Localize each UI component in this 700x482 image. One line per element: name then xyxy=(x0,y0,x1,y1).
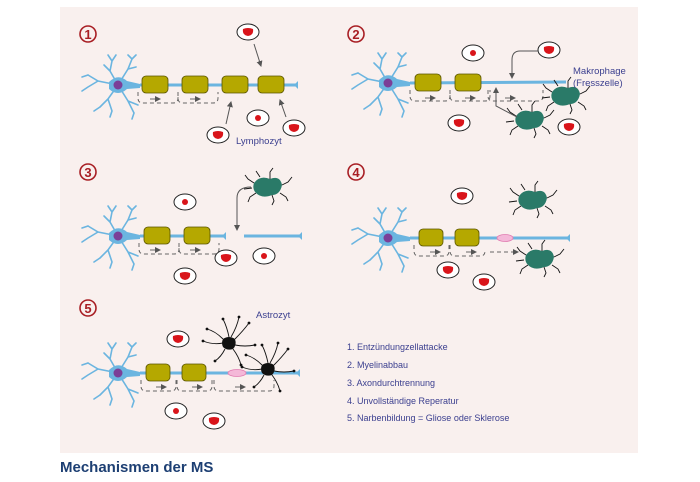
panel-number-5: 5 xyxy=(79,299,97,317)
lymphocyte-icon xyxy=(246,109,270,127)
lymphocyte-icon xyxy=(282,119,306,137)
lymphocyte-icon xyxy=(202,412,226,430)
legend: 1. Entzündungzellattacke 2. Myelinabbau … xyxy=(347,342,509,423)
legend-item-3: 3. Axondurchtrennung xyxy=(347,378,435,388)
lymphocyte-icon xyxy=(436,261,460,279)
lymphocyte-icon xyxy=(214,249,238,267)
panel-number-2: 2 xyxy=(347,25,365,43)
svg-text:5: 5 xyxy=(84,301,91,316)
macrophage-icon xyxy=(515,239,565,278)
scar-tissue xyxy=(227,369,247,377)
lymphocyte-icon xyxy=(166,330,190,348)
neuron-icon xyxy=(351,207,411,273)
signal-path xyxy=(137,92,219,104)
lymphocyte-icon xyxy=(173,193,197,211)
panel-number-1: 1 xyxy=(79,25,97,43)
legend-item-4: 4. Unvollständige Reperatur xyxy=(347,396,459,406)
label-makrophage: Makrophage xyxy=(573,66,626,77)
lymphocyte-icon xyxy=(164,402,188,420)
neuron-icon xyxy=(81,54,141,120)
lymphocyte-icon xyxy=(450,187,474,205)
lymphocyte-icon xyxy=(461,44,485,62)
neuron-icon xyxy=(81,205,141,271)
legend-item-5: 5. Narbenbildung = Gliose oder Sklerose xyxy=(347,413,509,423)
panel-number-3: 3 xyxy=(79,163,97,181)
legend-item-2: 2. Myelinabbau xyxy=(347,360,408,370)
repair-tissue xyxy=(496,234,514,242)
figure-caption: Mechanismen der MS xyxy=(60,459,214,476)
astrocyte-icon xyxy=(201,315,257,367)
lymphocyte-icon xyxy=(537,41,561,59)
macrophage-icon xyxy=(243,167,293,206)
panel-2: 2 Makrophage (Fresszelle) xyxy=(347,25,626,139)
panel-5: 5 Astrozyt xyxy=(79,299,300,430)
lymphocyte-icon xyxy=(173,267,197,285)
neuron-icon xyxy=(81,342,141,408)
svg-text:4: 4 xyxy=(352,165,360,180)
panel-number-4: 4 xyxy=(347,163,365,181)
neuron-icon xyxy=(351,52,411,118)
panel-3: 3 xyxy=(79,163,302,285)
lymphocyte-icon xyxy=(206,126,230,144)
lymphocyte-icon xyxy=(252,247,276,265)
lymphocyte-icon xyxy=(557,118,581,136)
label-astrozyt: Astrozyt xyxy=(256,310,291,321)
svg-text:3: 3 xyxy=(84,165,91,180)
macrophage-icon xyxy=(505,100,555,139)
macrophage-icon xyxy=(508,180,558,219)
lymphocyte-icon xyxy=(447,114,471,132)
legend-item-1: 1. Entzündungzellattacke xyxy=(347,342,448,352)
astrocyte-icon xyxy=(240,341,296,393)
lymphocyte-icon xyxy=(236,23,260,41)
label-lymphozyt: Lymphozyt xyxy=(236,136,282,147)
lymphocyte-icon xyxy=(472,273,496,291)
panel-1: 1 Lymphozyt xyxy=(79,23,306,147)
svg-text:1: 1 xyxy=(84,27,91,42)
label-fresszelle: (Fresszelle) xyxy=(573,78,623,89)
myelin-sheaths xyxy=(141,75,285,94)
panel-4: 4 xyxy=(347,163,570,291)
svg-text:2: 2 xyxy=(352,27,359,42)
